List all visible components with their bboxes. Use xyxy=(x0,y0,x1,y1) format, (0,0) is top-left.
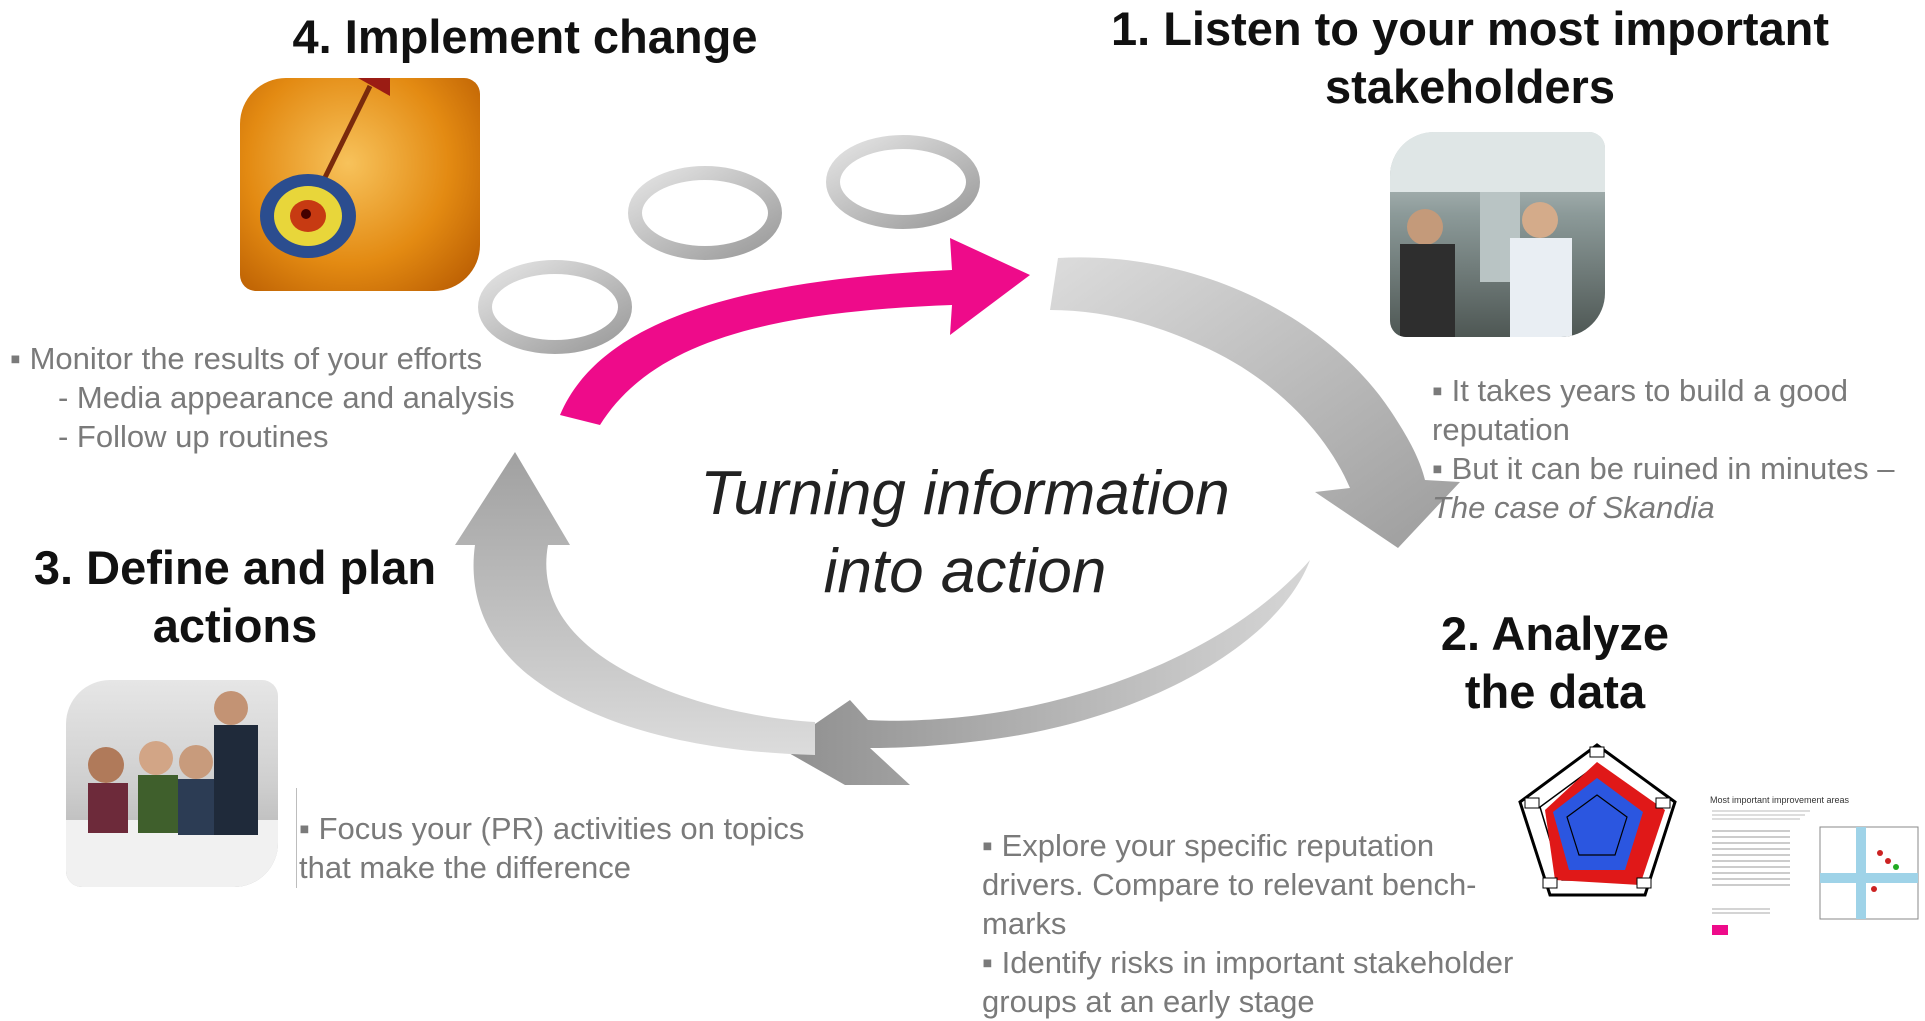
divider-line xyxy=(296,788,297,888)
target-photo xyxy=(240,78,480,291)
step2-bullet2-line2: groups at an early stage xyxy=(982,984,1315,1019)
step4-bullet: ▪ Monitor the results of your efforts xyxy=(10,341,483,376)
step1-bullet1-line1: ▪ It takes years to build a good xyxy=(1432,373,1848,408)
step4-heading: 4. Implement change xyxy=(292,10,758,63)
step2-heading: 2. Analyze the data xyxy=(1390,605,1720,721)
step1-bullet2-line2: The case of Skandia xyxy=(1432,490,1715,525)
cycle-arrow-analyze xyxy=(780,560,1310,785)
step3-heading-line1: 3. Define and plan xyxy=(33,541,437,594)
cycle-arrow-implement xyxy=(560,238,1030,425)
step2-bullet1-line3: marks xyxy=(982,906,1067,941)
step3-heading-line2: actions xyxy=(152,599,318,652)
mini-cycle-icon xyxy=(826,135,980,229)
center-title-line2: into action xyxy=(823,537,1107,606)
step2-heading-line2: the data xyxy=(1464,665,1646,718)
step3-bullet-line2: that make the difference xyxy=(299,850,632,885)
step4-bullets: ▪ Monitor the results of your efforts - … xyxy=(10,339,540,456)
office-photo xyxy=(1390,132,1605,337)
step2-bullet1-line2: drivers. Compare to relevant bench- xyxy=(982,867,1477,902)
mini-cycle-icon xyxy=(628,166,782,260)
cycle-arrow-plan xyxy=(455,452,815,755)
step1-bullet2-line1: ▪ But it can be ruined in minutes – xyxy=(1432,451,1895,486)
center-title: Turning information into action xyxy=(620,455,1310,611)
step4-sub1: - Media appearance and analysis xyxy=(58,380,515,415)
cycle-arrow-listen xyxy=(1050,257,1460,548)
radar-chart xyxy=(1518,743,1677,897)
center-title-line1: Turning information xyxy=(700,459,1230,528)
step3-bullet-line1: ▪ Focus your (PR) activities on topics xyxy=(299,811,805,846)
step1-bullets: ▪ It takes years to build a good reputat… xyxy=(1432,371,1912,527)
step1-heading: 1. Listen to your most important stakeho… xyxy=(1040,0,1900,116)
step1-bullet1-line2: reputation xyxy=(1432,412,1570,447)
step1-heading-line1: 1. Listen to your most important xyxy=(1110,2,1830,55)
quadrant-report: Most important improvement areas xyxy=(1710,795,1925,945)
step1-heading-line2: stakeholders xyxy=(1325,60,1615,113)
step3-bullets: ▪ Focus your (PR) activities on topics t… xyxy=(299,809,859,887)
step2-heading-line1: 2. Analyze xyxy=(1440,607,1670,660)
step2-bullets: ▪ Explore your specific reputation drive… xyxy=(982,826,1582,1021)
mini-cycle-icon xyxy=(478,260,632,354)
step4-sub2: - Follow up routines xyxy=(58,419,329,454)
meeting-photo xyxy=(66,680,278,887)
report-title: Most important improvement areas xyxy=(1710,795,1850,805)
step2-bullet2-line1: ▪ Identify risks in important stakeholde… xyxy=(982,945,1514,980)
step3-heading: 3. Define and plan actions xyxy=(10,539,460,655)
step2-bullet1-line1: ▪ Explore your specific reputation xyxy=(982,828,1435,863)
